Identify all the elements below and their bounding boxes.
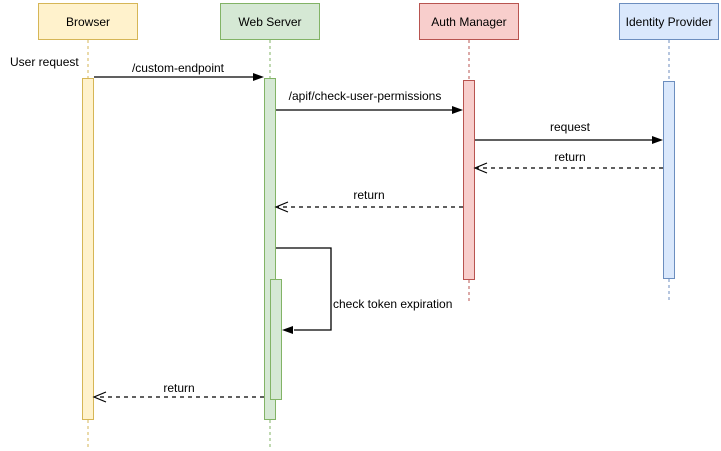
arrowhead-open: [92, 391, 107, 403]
arrowhead-filled: [282, 326, 293, 334]
message-label-return-auth: return: [353, 188, 385, 202]
arrowhead-open: [473, 162, 488, 174]
message-label-return-final: return: [163, 381, 195, 395]
activation-bar-web-server-nested: [270, 279, 282, 400]
arrowhead-filled: [253, 73, 264, 81]
arrowhead-filled: [452, 106, 463, 114]
participant-label: Auth Manager: [431, 14, 507, 29]
activation-bar-browser: [82, 78, 94, 420]
activation-bar-identity-provider: [663, 81, 675, 279]
message-arrow-self-call: [276, 247, 332, 331]
message-label-check-user-permissions: /apif/check-user-permissions: [288, 89, 442, 103]
participant-header-browser: Browser: [38, 3, 138, 40]
participant-header-web-server: Web Server: [220, 3, 320, 40]
message-label-custom-endpoint: /custom-endpoint: [131, 61, 225, 75]
participant-label: Browser: [65, 14, 110, 29]
activation-bar-auth-manager: [463, 80, 475, 280]
message-label-return-idp: return: [554, 150, 586, 164]
participant-header-auth-manager: Auth Manager: [419, 3, 519, 40]
arrowhead-open: [274, 201, 289, 213]
participant-label: Web Server: [238, 14, 302, 29]
arrowhead-filled: [652, 136, 663, 144]
side-note-user-request: User request: [10, 55, 79, 69]
message-label-request: request: [549, 120, 591, 134]
participant-label: Identity Provider: [625, 14, 713, 29]
participant-header-identity-provider: Identity Provider: [619, 3, 719, 40]
message-label-check-token-expiration: check token expiration: [333, 297, 453, 311]
